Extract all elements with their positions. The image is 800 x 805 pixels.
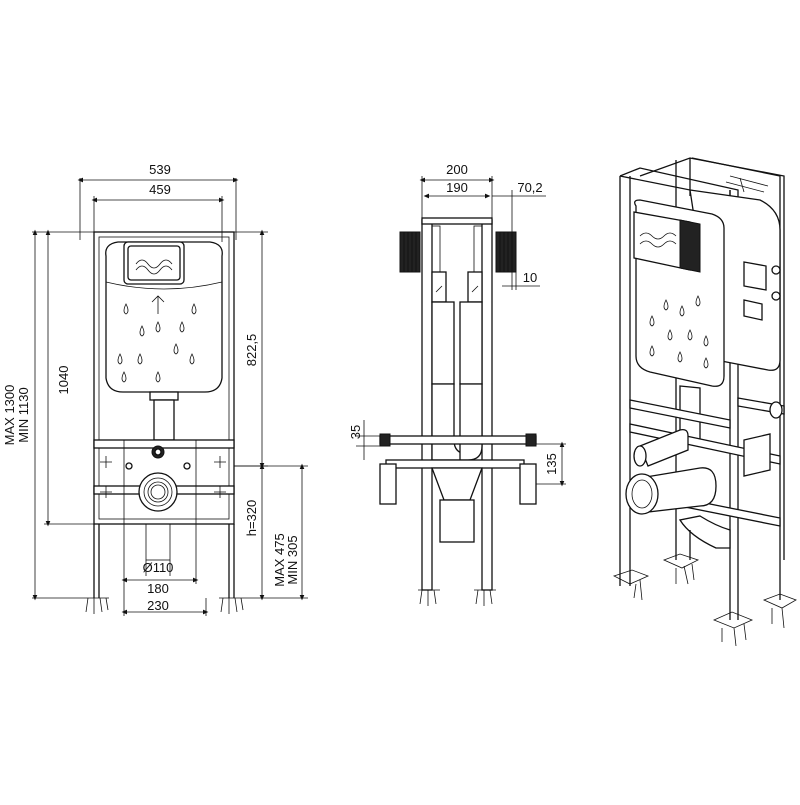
dim-offset-small: 10 [523, 270, 537, 285]
dim-outlet-range-min: MIN 305 [285, 535, 300, 584]
persp-foot-4 [762, 593, 797, 629]
side-tank-right [459, 301, 483, 385]
dim-depth-inner: 190 [446, 180, 468, 195]
dim-pipe-height: 135 [544, 453, 559, 475]
mounting-bolts [100, 445, 226, 498]
persp-foot-1 [612, 569, 650, 601]
dim-base-width: 230 [147, 598, 169, 613]
perspective-view [612, 157, 797, 647]
wave-logo-icon [135, 259, 173, 269]
persp-drain-outlet [639, 467, 717, 513]
dim-depth-total: 200 [446, 162, 468, 177]
side-bracket-right [495, 231, 517, 273]
persp-foot-2 [662, 553, 700, 585]
front-frame-inner [98, 236, 230, 520]
drain-pipe [145, 523, 171, 561]
dim-width-total: 539 [149, 162, 171, 177]
dim-bracket-height: 35 [348, 425, 363, 439]
side-elbow [431, 467, 483, 501]
dim-width-inner: 459 [149, 182, 171, 197]
dim-height-total: 1040 [56, 366, 71, 395]
front-view: 539 459 MAX 1300 MIN 1130 1040 822,5 h=3… [2, 162, 308, 616]
dim-outlet-range-max: MAX 475 [272, 533, 287, 586]
water-drop-icons [117, 303, 197, 383]
side-foot-right [474, 589, 496, 606]
side-crossbar [379, 435, 537, 445]
crossbar-top [93, 439, 235, 449]
persp-frame-front [619, 167, 739, 610]
dim-height-range-min: MIN 1130 [16, 387, 31, 442]
flush-pipe [153, 399, 175, 441]
persp-side-pipe-left [639, 428, 689, 467]
side-tank-left [431, 301, 455, 385]
dim-offset: 70,2 [517, 180, 542, 195]
dim-pipe-diameter: Ø110 [143, 560, 174, 575]
front-foot-right [219, 597, 244, 614]
side-foot-left [418, 589, 440, 606]
side-drain [439, 499, 475, 543]
side-pipe-right [519, 463, 537, 505]
dim-tank-height: 822,5 [244, 334, 259, 367]
side-pipe-left [379, 463, 397, 505]
persp-wave-logo-icon [639, 232, 677, 248]
persp-crossbar-top [629, 399, 731, 429]
persp-foot-3 [712, 611, 754, 647]
side-top-bar [421, 217, 493, 225]
side-view: 200 190 70,2 10 35 135 [348, 162, 566, 606]
drain-outlet [138, 472, 178, 512]
persp-water-drop-icons [649, 295, 709, 369]
dim-drain-height: h=320 [244, 500, 259, 537]
side-upright-right [481, 219, 493, 591]
arrow-up-icon [151, 295, 165, 314]
dim-height-range-max: MAX 1300 [2, 385, 17, 446]
front-foot-left [84, 597, 109, 614]
dim-outlet-spacing: 180 [147, 581, 169, 596]
side-bracket-left [399, 231, 421, 273]
side-upright-left [421, 219, 433, 591]
